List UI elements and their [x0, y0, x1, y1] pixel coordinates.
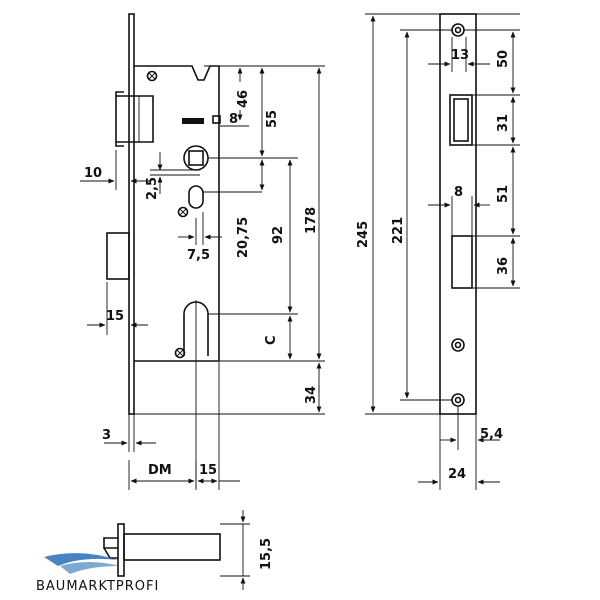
dim-3: 3: [102, 428, 111, 443]
dim-46: 46: [236, 90, 251, 108]
dim-34: 34: [304, 386, 319, 404]
right-dimensions: [365, 13, 520, 490]
dim-C: C: [264, 335, 279, 345]
dim-15-side: 15: [106, 309, 124, 324]
dim-92: 92: [271, 226, 286, 244]
faceplate: [439, 13, 477, 415]
plate-screw-middle-icon: [451, 338, 465, 352]
latch-bolt: [115, 91, 154, 147]
dim-DM: DM: [148, 463, 172, 478]
dim-5-4: 5,4: [480, 427, 503, 442]
dim-7-5: 7,5: [187, 248, 210, 263]
screw-middle-icon: [177, 206, 189, 218]
left-dimensions: [80, 65, 325, 490]
dim-178: 178: [304, 207, 319, 234]
screw-top-icon: [146, 70, 158, 82]
follower: [183, 145, 209, 171]
dim-31: 31: [496, 114, 511, 132]
latch-detail-view: [103, 510, 250, 590]
lock-body-view: [106, 13, 221, 488]
slot: [182, 118, 204, 124]
plate-screw-bottom-icon: [451, 393, 465, 407]
dim-15-5: 15,5: [259, 538, 274, 570]
lock-case: [134, 65, 220, 362]
dim-245: 245: [356, 221, 371, 248]
dim-13: 13: [451, 48, 469, 63]
dim-8-top: 8: [229, 112, 238, 127]
small-square: [212, 115, 221, 124]
dim-51: 51: [496, 185, 511, 203]
logo-text: BAUMARKTPROFI: [36, 579, 159, 594]
dim-36: 36: [496, 257, 511, 275]
bolt-opening: [451, 235, 473, 289]
faceplate-front-view: [439, 13, 477, 415]
faceplate-side: [128, 13, 135, 415]
dim-55: 55: [265, 110, 280, 128]
plate-screw-top-icon: [451, 23, 465, 37]
dim-20-75: 20,75: [236, 217, 251, 258]
dim-24: 24: [448, 467, 466, 482]
dim-15-bottom: 15: [199, 463, 217, 478]
dim-10: 10: [84, 166, 102, 181]
logo-swoosh-icon: [44, 553, 118, 566]
dead-bolt: [106, 232, 130, 280]
dim-2-5: 2,5: [145, 177, 160, 200]
oval-hole: [188, 185, 204, 209]
baumarktprofi-logo: BAUMARKTPROFI: [36, 553, 159, 594]
dim-221: 221: [391, 217, 406, 244]
dim-8-plate: 8: [454, 185, 463, 200]
dim-50: 50: [496, 50, 511, 68]
